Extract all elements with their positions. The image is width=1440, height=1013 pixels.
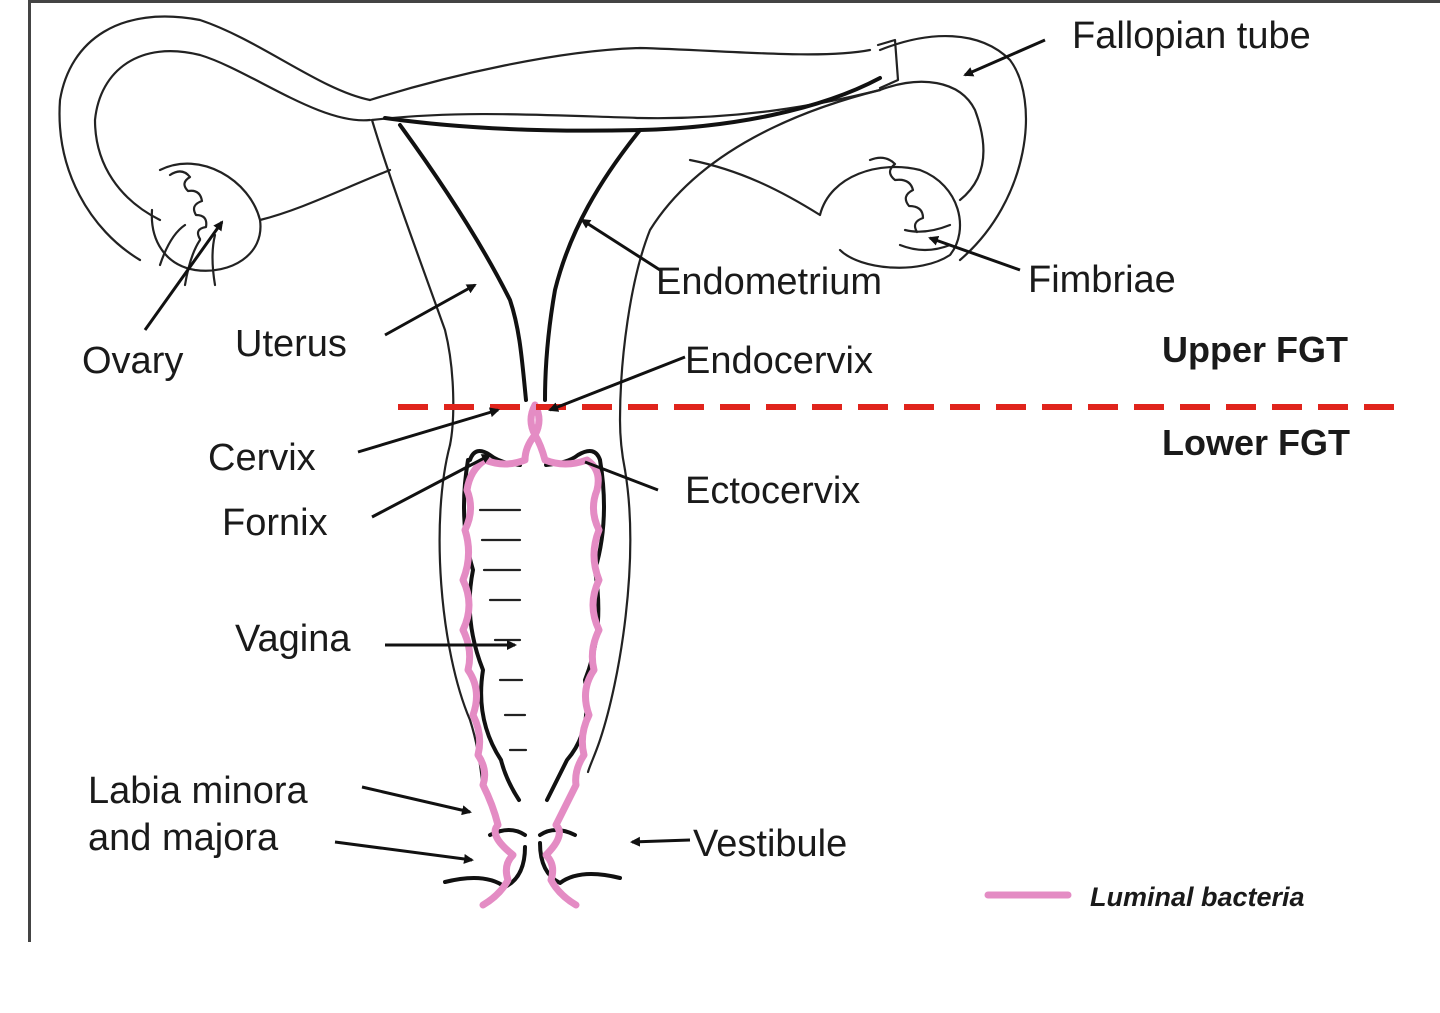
luminal-bacteria-path	[459, 401, 603, 909]
label-lower-fgt: Lower FGT	[1162, 422, 1350, 463]
figure-frame	[28, 0, 1440, 942]
label-fornix: Fornix	[222, 502, 328, 544]
uterine-cavity-top	[383, 76, 882, 133]
label-fimbriae: Fimbriae	[1028, 259, 1176, 301]
left-fimbriae	[158, 170, 217, 287]
label-endocervix: Endocervix	[685, 340, 873, 382]
right-fimbriae	[868, 156, 952, 252]
arrow-fornix	[371, 453, 492, 519]
arrow-endometrium	[580, 218, 661, 272]
right-fallopian-tube	[878, 34, 1027, 262]
label-endometrium: Endometrium	[656, 261, 882, 303]
right-ovary	[688, 158, 962, 269]
vagina-right-inner	[545, 458, 606, 802]
arrow-vestibule	[630, 836, 691, 847]
arrow-cervix	[357, 407, 500, 454]
label-vagina: Vagina	[235, 618, 351, 660]
label-fallopian-tube: Fallopian tube	[1072, 15, 1311, 57]
arrow-labia-1	[361, 785, 472, 816]
vagina-right-outer	[586, 468, 632, 774]
arrow-labia-2	[334, 840, 474, 864]
uterus-right-wall	[618, 88, 882, 472]
label-upper-fgt: Upper FGT	[1162, 329, 1348, 370]
label-ovary: Ovary	[82, 340, 183, 382]
label-uterus: Uterus	[235, 323, 347, 365]
arrow-ovary	[143, 220, 224, 331]
arrow-uterus	[384, 283, 477, 337]
label-vestibule: Vestibule	[693, 823, 847, 865]
labia-majora	[443, 841, 622, 889]
label-labia-line1: Labia minora	[88, 770, 309, 812]
vaginal-rugae	[478, 508, 528, 752]
label-cervix: Cervix	[208, 437, 316, 479]
endometrium-right	[543, 128, 642, 402]
left-fallopian-tube	[58, 15, 372, 262]
uterus-left-wall	[370, 118, 455, 447]
right-tube-ampulla	[876, 38, 900, 90]
label-ectocervix: Ectocervix	[685, 470, 860, 512]
legend: Luminal bacteria	[984, 882, 1305, 912]
endometrium-left	[398, 123, 528, 402]
arrow-fimbriae	[928, 235, 1021, 272]
label-labia-line2: and majora	[88, 817, 279, 859]
legend-label: Luminal bacteria	[1090, 882, 1305, 912]
arrow-fallopian-tube	[963, 38, 1046, 77]
arrow-endocervix	[548, 355, 686, 412]
leader-arrows	[143, 38, 1046, 864]
arrow-ectocervix	[584, 460, 659, 492]
